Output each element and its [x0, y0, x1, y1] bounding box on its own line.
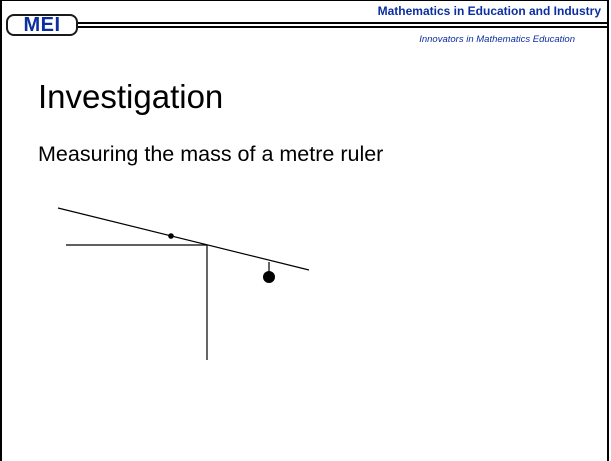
header-rule-upper	[78, 22, 609, 24]
hanging-mass-icon	[263, 271, 275, 283]
logo-text: MEI	[23, 14, 61, 36]
slide-subtitle: Measuring the mass of a metre ruler	[38, 142, 384, 166]
centre-of-mass-dot	[168, 233, 174, 239]
organization-name: Mathematics in Education and Industry	[377, 4, 601, 18]
header-rule-lower	[78, 26, 609, 28]
slide-header: MEI Mathematics in Education and Industr…	[0, 0, 611, 60]
tilted-ruler-line	[57, 207, 310, 271]
mei-logo: MEI	[6, 14, 78, 36]
slide-title: Investigation	[38, 78, 224, 115]
organization-tagline: Innovators in Mathematics Education	[419, 34, 575, 45]
